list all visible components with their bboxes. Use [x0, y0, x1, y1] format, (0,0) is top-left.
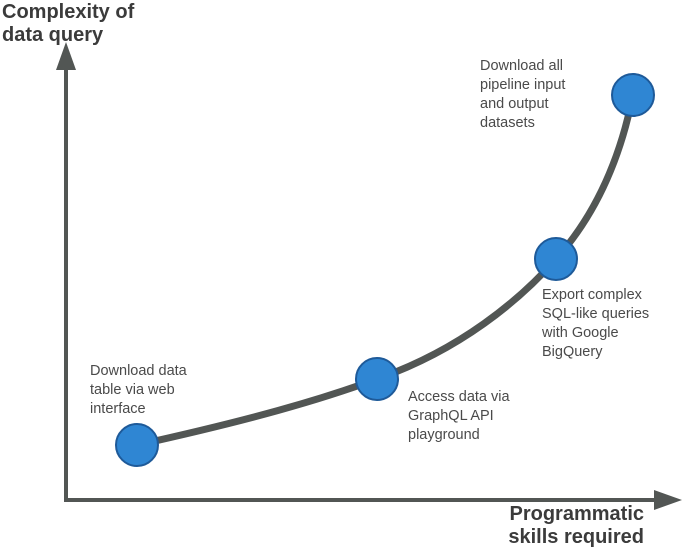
- x-axis-arrowhead: [654, 490, 682, 510]
- label-line: table via web: [90, 382, 175, 398]
- label-line: datasets: [480, 115, 535, 131]
- y-axis-title: Complexity of data query: [2, 1, 134, 47]
- label-export-bigquery: Export complex SQL-like queries with Goo…: [542, 286, 649, 362]
- data-points: [115, 73, 655, 467]
- y-axis-arrowhead: [56, 42, 76, 70]
- skill-complexity-curve: [133, 91, 637, 449]
- label-line: interface: [90, 401, 146, 417]
- label-line: Access data via: [408, 389, 510, 405]
- label-line: GraphQL API: [408, 408, 494, 424]
- point-export-bigquery: [534, 237, 578, 281]
- x-axis-title: Programmatic skills required: [508, 503, 644, 549]
- x-axis-title-line: skills required: [508, 526, 644, 548]
- label-line: and output: [480, 96, 549, 112]
- point-download-data-table: [115, 423, 159, 467]
- label-line: Export complex: [542, 287, 642, 303]
- point-download-all-datasets: [611, 73, 655, 117]
- y-axis-title-line: data query: [2, 24, 104, 46]
- label-line: SQL-like queries: [542, 306, 650, 322]
- label-line: Download all: [480, 58, 564, 74]
- label-download-data-table: Download data table via web interface: [90, 362, 187, 419]
- axes: [56, 42, 682, 510]
- y-axis-title-line: Complexity of: [2, 1, 135, 23]
- point-access-graphql: [355, 357, 399, 401]
- label-download-all-datasets: Download all pipeline input and output d…: [480, 57, 565, 133]
- label-access-graphql: Access data via GraphQL API playground: [408, 388, 510, 445]
- label-line: playground: [408, 427, 480, 443]
- label-line: BigQuery: [542, 344, 603, 360]
- label-line: with Google: [542, 325, 619, 341]
- x-axis-title-line: Programmatic: [509, 503, 645, 525]
- label-line: pipeline input: [480, 77, 566, 93]
- label-line: Download data: [90, 363, 187, 379]
